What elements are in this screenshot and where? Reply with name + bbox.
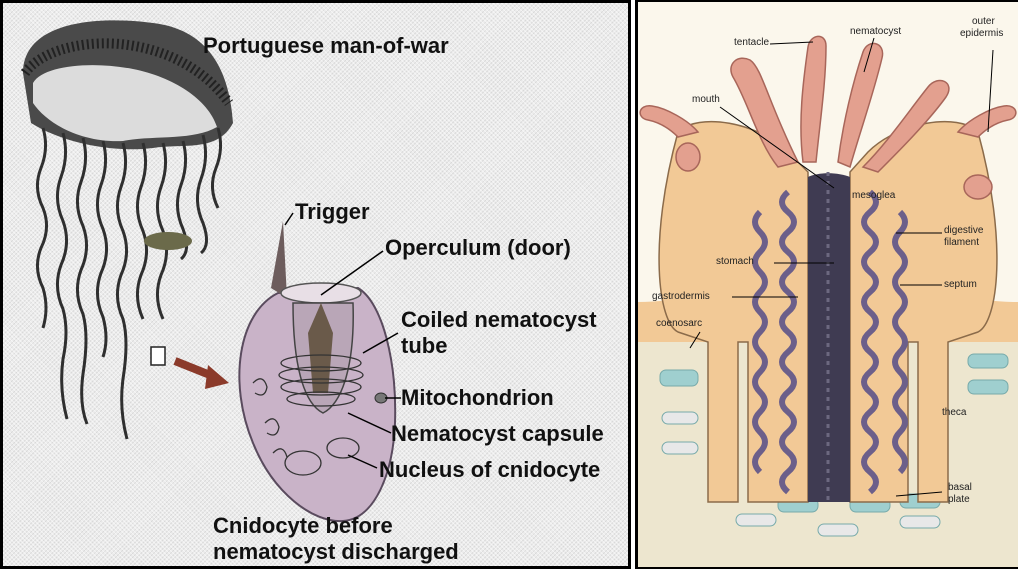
- tentacle-label: tentacle: [734, 37, 769, 48]
- capsule-label: Nematocyst capsule: [391, 421, 604, 447]
- man-of-war-title: Portuguese man-of-war: [203, 33, 449, 59]
- mouth-label: mouth: [692, 94, 720, 105]
- coiled-tube-label-line1: Coiled nematocyst: [401, 307, 597, 333]
- cnidocyte-cell: [239, 221, 395, 521]
- coiled-tube-label-line2: tube: [401, 333, 447, 359]
- mesoglea-label: mesoglea: [852, 190, 895, 201]
- man-of-war-float: [23, 20, 233, 149]
- basal-plate-label-line2: plate: [948, 494, 970, 505]
- man-of-war-illustration: [3, 3, 634, 569]
- prey-fish: [144, 232, 192, 250]
- panel-divider: [628, 0, 638, 569]
- man-of-war-tentacles: [37, 128, 220, 439]
- trigger-bristle: [271, 221, 287, 298]
- stomach-label: stomach: [716, 256, 754, 267]
- theca-label: theca: [942, 407, 966, 418]
- zoom-box: [151, 347, 165, 365]
- trigger-label: Trigger: [295, 199, 370, 225]
- septum-label: septum: [944, 279, 977, 290]
- coenosarc-label: coenosarc: [656, 318, 702, 329]
- nucleus-label: Nucleus of cnidocyte: [379, 457, 600, 483]
- outer-epidermis-label-line1: outer: [972, 16, 995, 27]
- cnidocyte-caption-line1: Cnidocyte before: [213, 513, 393, 539]
- operculum-label: Operculum (door): [385, 235, 571, 261]
- man-of-war-panel: Portuguese man-of-war Trigger Operculum …: [0, 0, 634, 569]
- digestive-filament-label-line2: filament: [944, 237, 979, 248]
- digestive-filament-label-line1: digestive: [944, 225, 983, 236]
- nematocyst-label: nematocyst: [850, 26, 901, 37]
- zoom-arrowhead: [205, 365, 229, 389]
- mitochondrion-label: Mitochondrion: [401, 385, 554, 411]
- coral-polyp-panel: tentacle nematocyst outer epidermis mout…: [638, 0, 1018, 569]
- cnidocyte-caption-line2: nematocyst discharged: [213, 539, 459, 565]
- gastrodermis-label: gastrodermis: [652, 291, 710, 302]
- basal-plate-label-line1: basal: [948, 482, 972, 493]
- outer-epidermis-label-line2: epidermis: [960, 28, 1003, 39]
